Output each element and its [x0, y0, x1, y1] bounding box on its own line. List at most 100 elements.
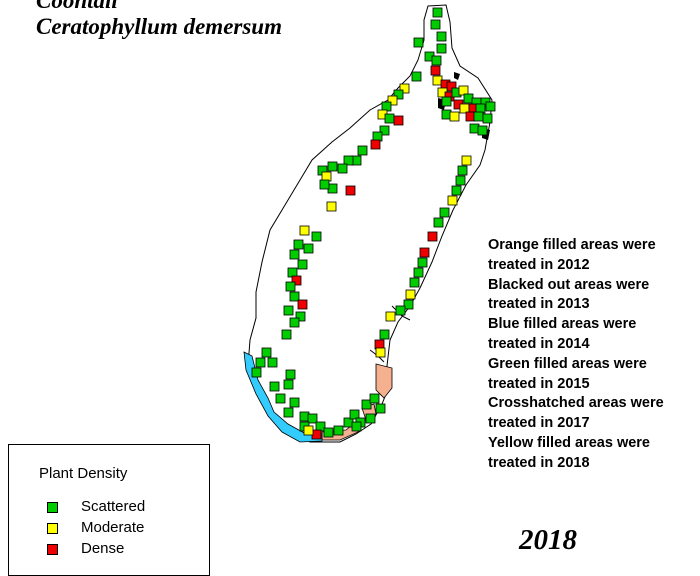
density-marker-moderate: [385, 311, 396, 322]
density-marker-scattered: [283, 407, 294, 418]
density-marker-moderate: [387, 95, 398, 106]
density-marker-scattered: [393, 89, 404, 100]
treatment-note-line: treated in 2018: [488, 454, 590, 471]
density-marker-dense: [446, 81, 457, 92]
shoreline-detail: [391, 305, 411, 321]
density-marker-scattered: [395, 305, 406, 316]
density-marker-dense: [345, 185, 356, 196]
density-marker-scattered: [485, 101, 496, 112]
density-marker-scattered: [337, 163, 348, 174]
density-marker-moderate: [326, 201, 337, 212]
plant-density-legend: Plant Density Scattered Moderate Dense: [8, 444, 210, 576]
density-marker-scattered: [403, 299, 414, 310]
density-marker-scattered: [261, 347, 272, 358]
density-marker-dense: [427, 231, 438, 242]
density-marker-scattered: [451, 185, 462, 196]
treatment-notes: Orange filled areas were treated in 2012…: [488, 236, 700, 474]
density-marker-scattered: [343, 155, 354, 166]
density-marker-moderate: [399, 83, 410, 94]
density-marker-scattered: [295, 311, 306, 322]
density-marker-scattered: [482, 113, 493, 124]
density-marker-moderate: [458, 85, 469, 96]
density-marker-scattered: [473, 111, 484, 122]
density-marker-scattered: [361, 399, 372, 410]
density-marker-moderate: [303, 425, 314, 436]
density-marker-scattered: [455, 175, 466, 186]
lake-shoreline: [247, 4, 493, 443]
density-marker-scattered: [413, 37, 424, 48]
lake-map: [243, 4, 496, 443]
density-marker-scattered: [441, 96, 452, 107]
density-marker-dense: [370, 139, 381, 150]
density-marker-dense: [393, 115, 404, 126]
density-marker-scattered: [379, 125, 390, 136]
map-title-scientific-name: Ceratophyllum demersum: [36, 14, 282, 39]
density-marker-scattered: [251, 367, 262, 378]
legend-swatch-dense: [47, 544, 58, 555]
density-marker-scattered: [351, 421, 362, 432]
density-marker-scattered: [379, 329, 390, 340]
density-marker-scattered: [431, 55, 442, 66]
density-marker-moderate: [447, 195, 458, 206]
density-marker-scattered: [285, 281, 296, 292]
density-marker-scattered: [417, 257, 428, 268]
treatment-note-line: treated in 2015: [488, 375, 590, 392]
density-marker-scattered: [289, 317, 300, 328]
density-marker-moderate: [461, 155, 472, 166]
density-marker-scattered: [413, 267, 424, 278]
density-marker-scattered: [357, 145, 368, 156]
map-year: 2018: [519, 524, 577, 556]
density-marker-scattered: [433, 217, 444, 228]
density-marker-scattered: [349, 409, 360, 420]
density-marker-scattered: [303, 243, 314, 254]
density-marker-scattered: [457, 165, 468, 176]
density-marker-scattered: [267, 357, 278, 368]
density-marker-scattered: [289, 249, 300, 260]
density-marker-scattered: [323, 427, 334, 438]
treatment-note-line: Yellow filled areas were: [488, 434, 650, 451]
density-marker-scattered: [432, 7, 443, 18]
density-marker-scattered: [289, 397, 300, 408]
legend-label: Dense: [81, 540, 125, 557]
density-marker-scattered: [384, 113, 395, 124]
density-marker-scattered: [319, 179, 330, 190]
density-marker-scattered: [409, 277, 420, 288]
treatment-note-line: Orange filled areas were: [488, 237, 656, 253]
density-marker-scattered: [275, 393, 286, 404]
density-marker-scattered: [477, 125, 488, 136]
density-marker-scattered: [375, 403, 386, 414]
plant-density-markers: [251, 7, 496, 440]
density-marker-scattered: [307, 413, 318, 424]
legend-swatch-moderate: [47, 523, 58, 534]
density-marker-scattered: [297, 259, 308, 270]
density-marker-scattered: [293, 239, 304, 250]
legend-title: Plant Density: [39, 465, 128, 482]
density-marker-scattered: [436, 43, 447, 54]
density-marker-scattered: [333, 425, 344, 436]
density-marker-scattered: [369, 393, 380, 404]
density-marker-moderate: [375, 347, 386, 358]
treatment-note-line: treated in 2017: [488, 415, 590, 432]
density-marker-dense: [297, 299, 308, 310]
legend-label: Moderate: [81, 519, 145, 536]
density-marker-moderate: [299, 225, 310, 236]
density-marker-scattered: [311, 231, 322, 242]
treatment-note-line: treated in 2014: [488, 335, 590, 352]
density-marker-scattered: [430, 19, 441, 30]
treatment-note-line: Crosshatched areas were: [488, 395, 664, 412]
density-marker-scattered: [289, 291, 300, 302]
density-marker-scattered: [285, 369, 296, 380]
treatment-note-line: Blue filled areas were: [488, 316, 637, 333]
density-marker-scattered: [365, 413, 376, 424]
density-marker-scattered: [269, 381, 280, 392]
treated-area-2012-orange: [375, 363, 393, 399]
density-marker-scattered: [283, 305, 294, 316]
density-marker-moderate: [449, 111, 460, 122]
density-marker-dense: [430, 65, 441, 76]
density-marker-dense: [419, 247, 430, 258]
density-marker-scattered: [327, 161, 338, 172]
density-marker-scattered: [411, 71, 422, 82]
legend-swatch-scattered: [47, 502, 58, 513]
treatment-note-line: Blacked out areas were: [488, 276, 650, 293]
treatment-note-line: Green filled areas were: [488, 355, 647, 372]
